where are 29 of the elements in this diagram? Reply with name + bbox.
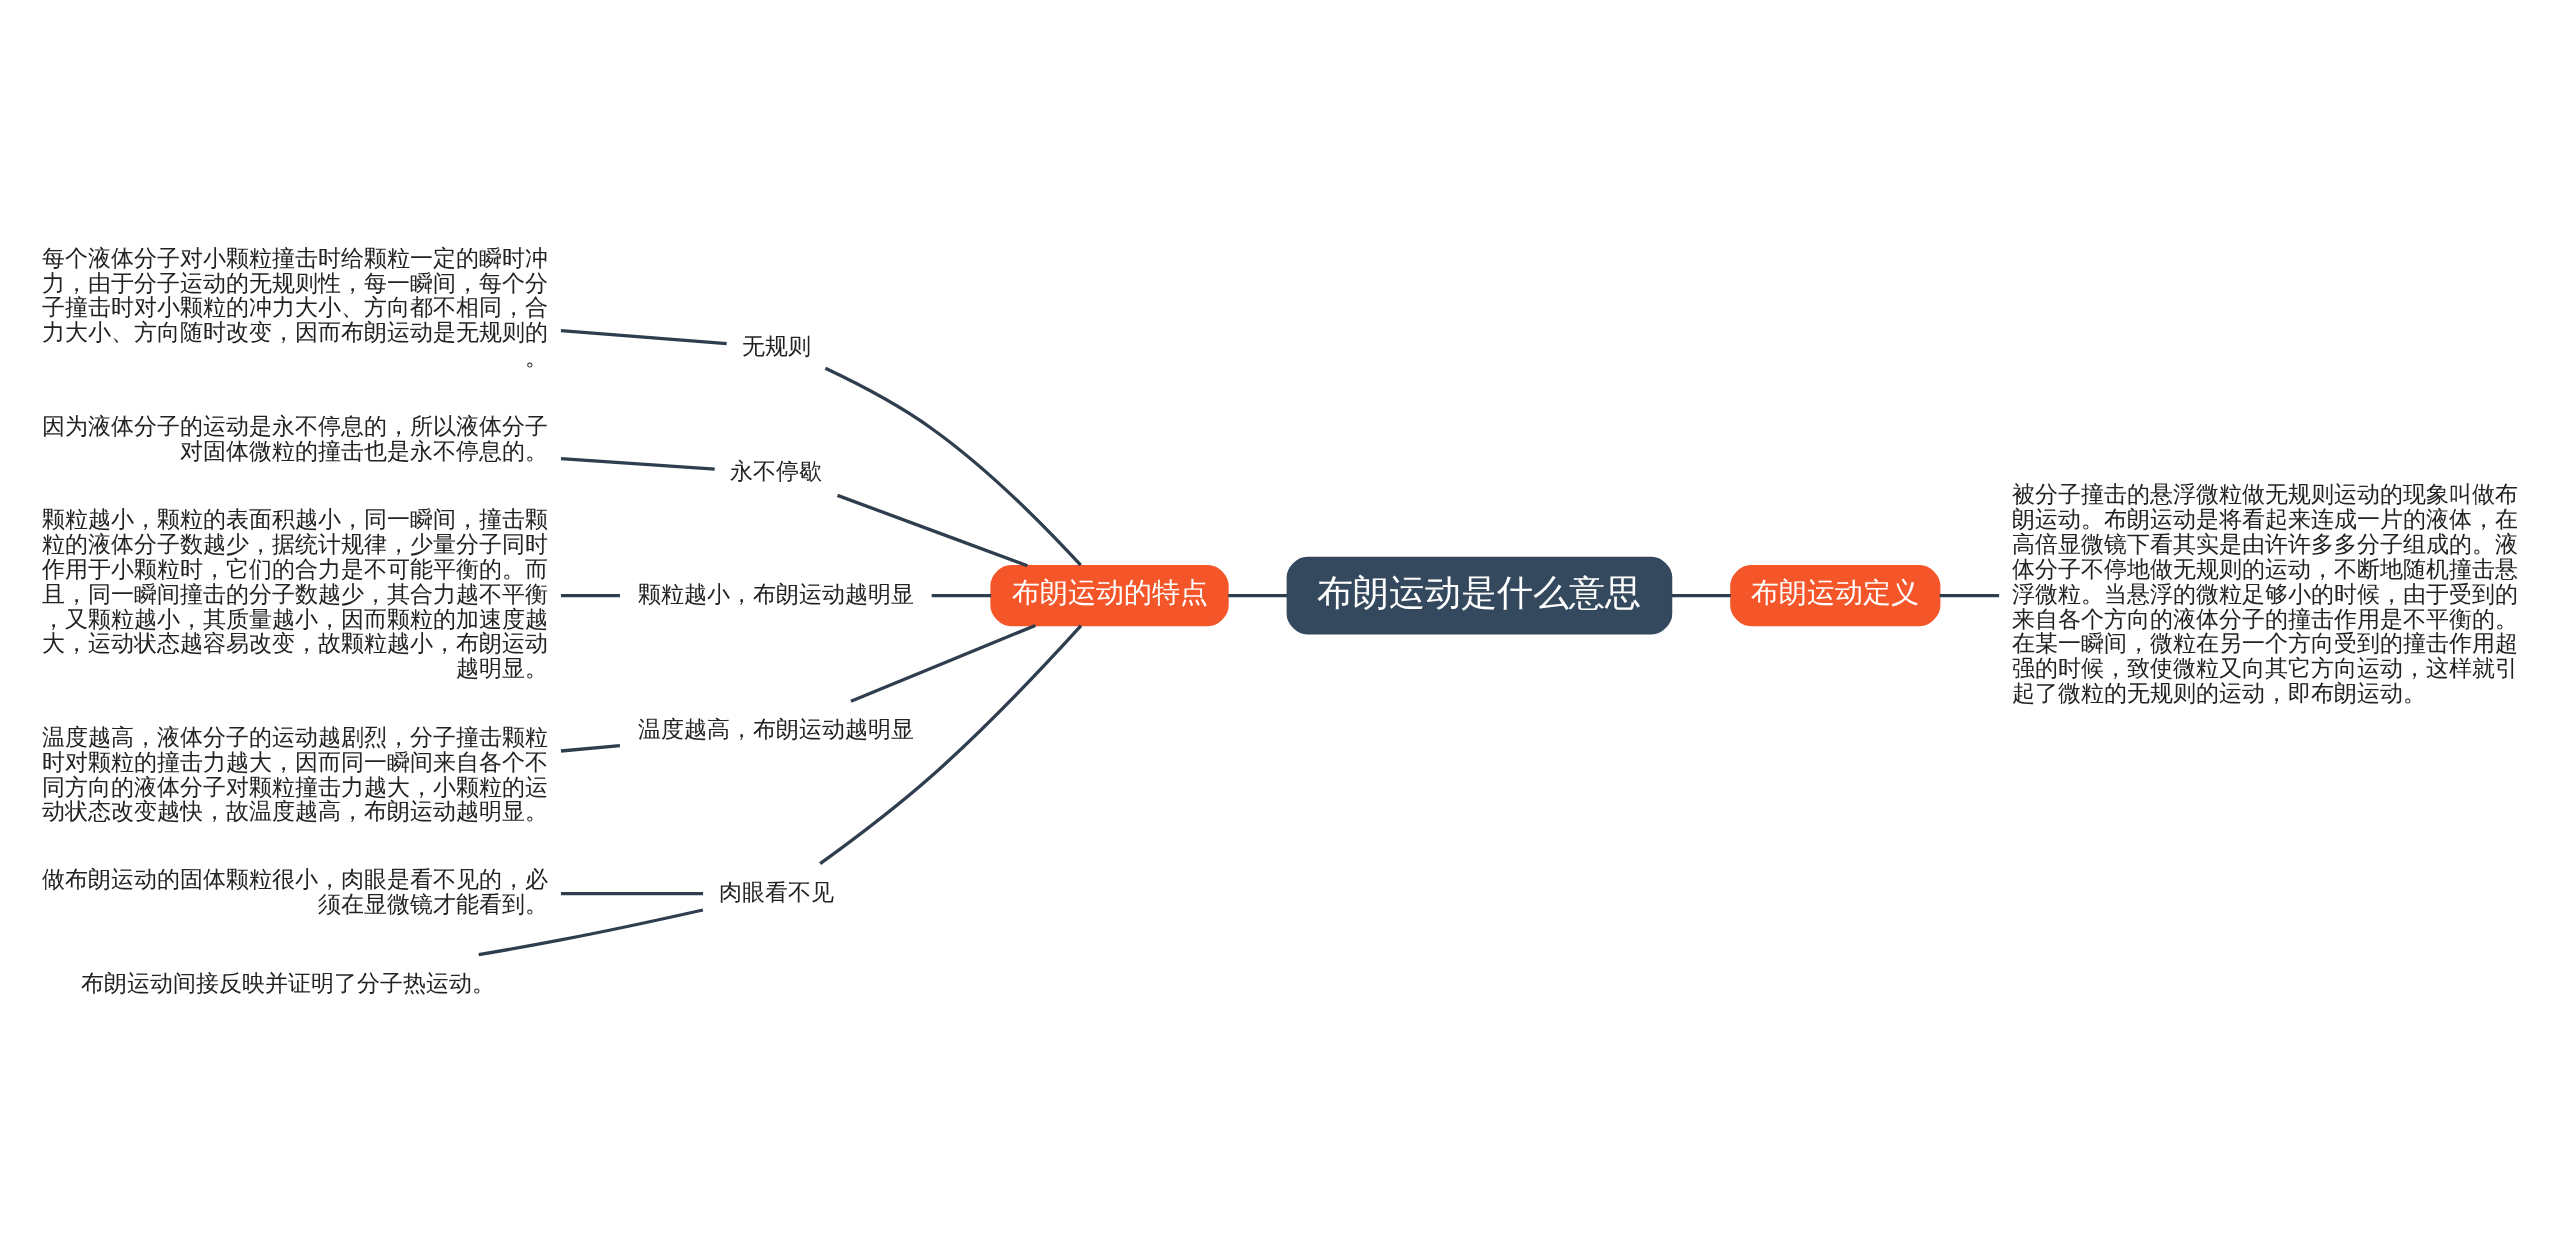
node-box: 布朗运动定义 (1730, 565, 1941, 627)
connector (850, 623, 1036, 703)
node-text: 温度越高，液体分子的运动越剧烈，分子撞击颗粒时对颗粒的撞击力越大，因而同一瞬间来自各个不同方向的液体分子对颗粒撞击力越大，小颗粒的运动状态改变越快，故温度越高，布朗运动越明显。 (41, 722, 548, 825)
connector (1671, 594, 1731, 598)
node-text: 永不停歇 (730, 457, 823, 485)
connector (560, 743, 621, 753)
node-text: 因为液体分子的运动是永不停息的，所以液体分子对固体微粒的撞击也是永不停息的。 (41, 411, 548, 464)
node-text: 做布朗运动的固体颗粒很小，肉眼是看不见的，必须在显微镜才能看到。 (41, 865, 548, 918)
node-text: 无规则 (741, 331, 811, 359)
node-text: 颗粒越小，颗粒的表面积越小，同一瞬间，撞击颗粒的液体分子数越少，据统计规律，少量分子同时作用于小颗粒时，它们的合力是不可能平衡的。而且，同一瞬间撞击的分子数越少，其合力越不平衡，又颗粒越小，其质量越小，因而颗粒的加速度越大，运动状态越容易改变，故颗粒越小，布朗运动越明显。 (41, 505, 548, 682)
connector (560, 594, 620, 598)
connector (560, 328, 727, 346)
connector (478, 908, 704, 957)
connector (1228, 594, 1288, 598)
connector (560, 891, 704, 896)
connector (824, 366, 1082, 567)
connector (836, 493, 1028, 568)
connector (931, 594, 992, 598)
connector (1939, 594, 2000, 598)
node-text: 布朗运动间接反映并证明了分子热运动。 (80, 968, 495, 996)
node-box: 布朗运动的特点 (990, 565, 1229, 627)
node-text: 温度越高，布朗运动越明显 (638, 715, 915, 743)
node-text: 每个液体分子对小颗粒撞击时给颗粒一定的瞬时冲力，由于分子运动的无规则性，每一瞬间，每个分子撞击时对小颗粒的冲力大小、方向都不相同，合力大小、方向随时改变，因而布朗运动是无规则的。 (41, 243, 548, 371)
connector (560, 456, 715, 471)
node-text: 肉眼看不见 (718, 877, 834, 905)
node-text: 颗粒越小，布朗运动越明显 (638, 579, 915, 607)
node-text: 被分子撞击的悬浮微粒做无规则运动的现象叫做布朗运动。布朗运动是将看起来连成一片的液体，在高倍显微镜下看其实是由许许多多分子组成的。液体分子不停地做无规则的运动，不断地随机撞击悬浮微粒。当悬浮的微粒足够小的时候，由于受到的来自各个方向的液体分子的撞击作用是不平衡的。在某一瞬间，微粒在另一个方向受到的撞击作用超强的时候，致使微粒又向其它方向运动，这样就引起了微粒的无规则的运动，即布朗运动。 (2012, 480, 2519, 707)
node-box: 布朗运动是什么意思 (1286, 556, 1673, 635)
connector (819, 624, 1083, 866)
